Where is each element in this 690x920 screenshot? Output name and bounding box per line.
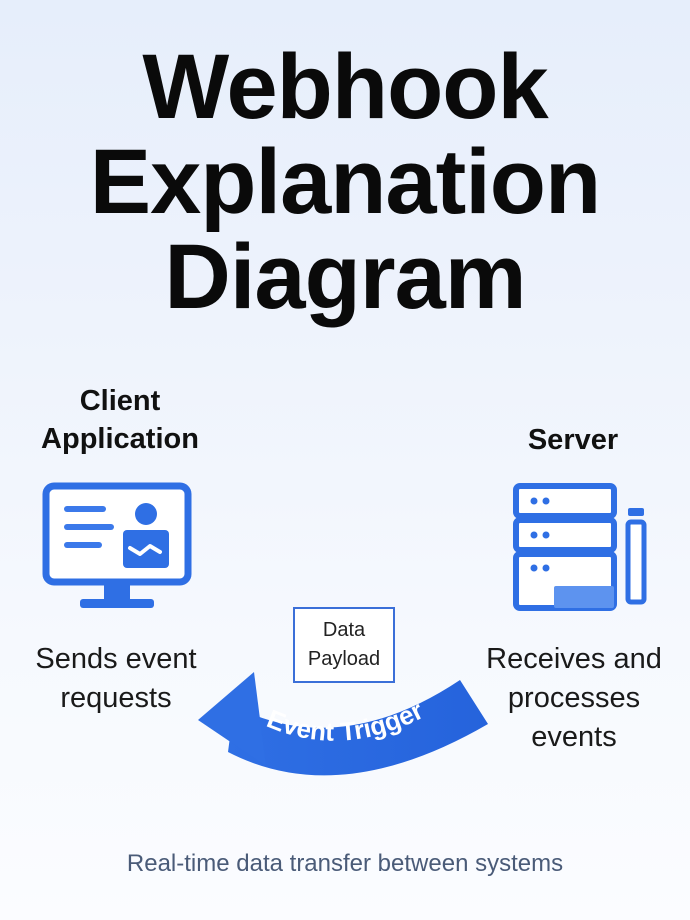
server-desc-line-1: Receives and bbox=[486, 643, 662, 675]
payload-line-1: Data bbox=[322, 619, 366, 641]
arrow-head bbox=[198, 672, 266, 766]
title-line-1: Webhook bbox=[142, 36, 548, 138]
client-desc-line-2: requests bbox=[60, 682, 172, 714]
client-label: Client Application bbox=[10, 382, 230, 458]
server-label: Server bbox=[470, 421, 676, 459]
client-desc-line-1: Sends event bbox=[35, 643, 197, 675]
event-trigger-arrow: Event Trigger bbox=[198, 672, 488, 776]
data-payload-box: Data Payload bbox=[293, 607, 395, 683]
client-label-line-1: Client bbox=[79, 385, 161, 417]
client-description: Sends event requests bbox=[0, 640, 232, 718]
monitor-user-icon bbox=[42, 482, 192, 608]
arrow-band bbox=[228, 680, 488, 776]
footer-caption: Real-time data transfer between systems bbox=[126, 850, 564, 877]
server-desc-line-2: processes bbox=[507, 682, 641, 714]
server-label-text: Server bbox=[527, 424, 619, 456]
server-description: Receives and processes events bbox=[464, 640, 684, 757]
server-desc-line-3: events bbox=[531, 721, 617, 753]
client-label-line-2: Application bbox=[41, 423, 199, 455]
payload-line-2: Payload bbox=[307, 648, 381, 670]
title-line-2: Explanation bbox=[89, 131, 601, 233]
server-rack-icon bbox=[513, 483, 647, 611]
title-line-3: Diagram bbox=[164, 226, 526, 328]
page-title: Webhook Explanation Diagram bbox=[0, 40, 690, 325]
